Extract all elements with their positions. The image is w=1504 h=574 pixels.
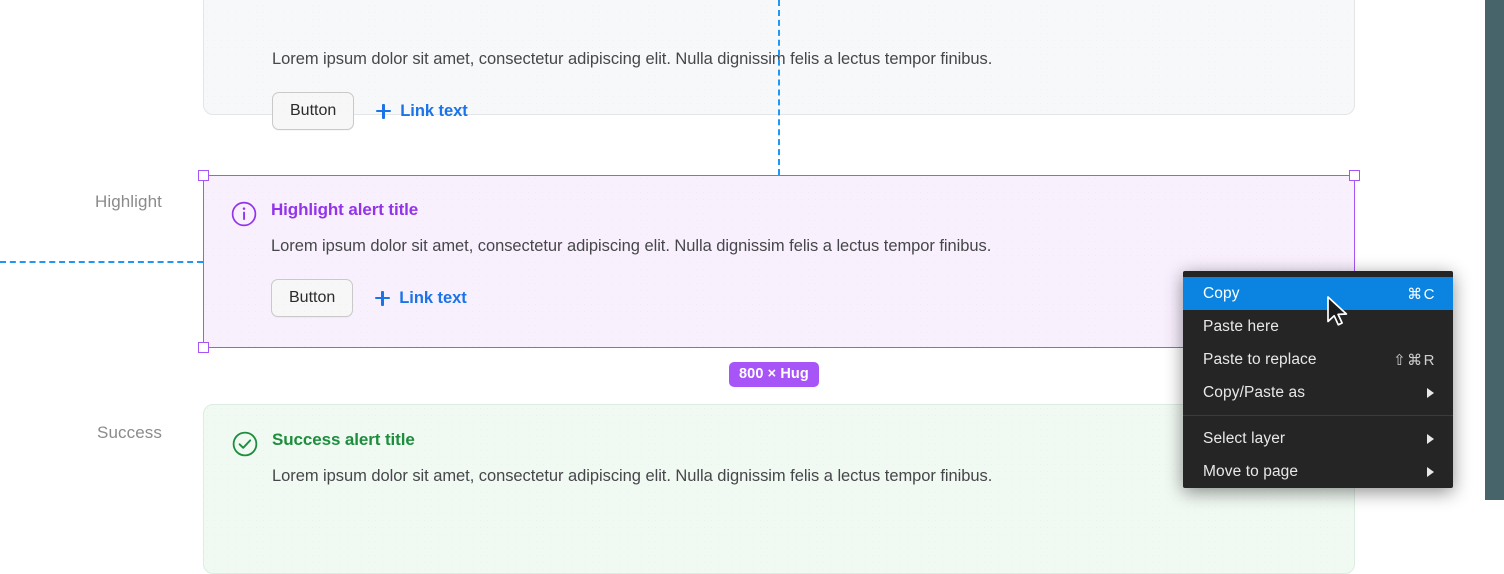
neutral-alert-body: Lorem ipsum dolor sit amet, consectetur … <box>272 50 993 68</box>
chevron-right-icon <box>1427 387 1434 398</box>
context-menu-item-shortcut: ⇧⌘R <box>1393 351 1436 369</box>
success-alert-title: Success alert title <box>272 430 415 449</box>
context-menu-item-label: Copy <box>1203 284 1240 302</box>
horizontal-alignment-guide <box>0 261 203 263</box>
size-badge: 800 × Hug <box>729 362 819 387</box>
highlight-alert-body: Lorem ipsum dolor sit amet, consectetur … <box>271 237 992 255</box>
context-menu-item-paste-here[interactable]: Paste here <box>1183 310 1453 343</box>
vertical-alignment-guide <box>778 0 780 175</box>
context-menu-item-select-layer[interactable]: Select layer <box>1183 422 1453 455</box>
context-menu-item-label: Copy/Paste as <box>1203 383 1306 401</box>
plus-icon <box>375 290 391 306</box>
context-menu-item-label: Move to page <box>1203 462 1299 480</box>
highlight-button[interactable]: Button <box>271 279 354 317</box>
highlight-alert-actions: Button Link text <box>271 279 1355 317</box>
neutral-alert-content: Lorem ipsum dolor sit amet, consectetur … <box>204 47 1354 130</box>
highlight-alert-content: Highlight alert title Lorem ipsum dolor … <box>203 199 1355 317</box>
row-label-highlight: Highlight <box>94 192 162 211</box>
chevron-right-icon <box>1427 466 1434 477</box>
context-menu-item-label: Select layer <box>1203 429 1286 447</box>
context-menu-item-copy[interactable]: Copy ⌘C <box>1183 277 1453 310</box>
highlight-link-label: Link text <box>399 288 467 307</box>
mouse-cursor <box>1326 296 1352 330</box>
plus-icon <box>376 103 392 119</box>
info-circle-icon <box>231 201 257 227</box>
neutral-link-label: Link text <box>400 101 468 120</box>
context-menu-item-move-to-page[interactable]: Move to page <box>1183 455 1453 488</box>
right-edge-strip <box>1485 0 1504 500</box>
neutral-link[interactable]: Link text <box>376 101 468 121</box>
context-menu-item-paste-to-replace[interactable]: Paste to replace ⇧⌘R <box>1183 343 1453 376</box>
neutral-alert-actions: Button Link text <box>272 92 1354 130</box>
success-alert-body: Lorem ipsum dolor sit amet, consectetur … <box>272 467 993 485</box>
context-menu-separator <box>1183 415 1453 416</box>
row-label-success: Success <box>97 423 162 442</box>
success-alert-content: Success alert title Lorem ipsum dolor si… <box>204 429 1354 488</box>
highlight-link[interactable]: Link text <box>375 288 467 308</box>
context-menu-item-copy-paste-as[interactable]: Copy/Paste as <box>1183 376 1453 409</box>
context-menu-item-label: Paste to replace <box>1203 350 1317 368</box>
context-menu-item-label: Paste here <box>1203 317 1279 335</box>
highlight-alert-title: Highlight alert title <box>271 200 419 219</box>
context-menu-item-shortcut: ⌘C <box>1407 285 1436 303</box>
check-circle-icon <box>232 431 258 457</box>
chevron-right-icon <box>1427 433 1434 444</box>
neutral-button[interactable]: Button <box>272 92 355 130</box>
